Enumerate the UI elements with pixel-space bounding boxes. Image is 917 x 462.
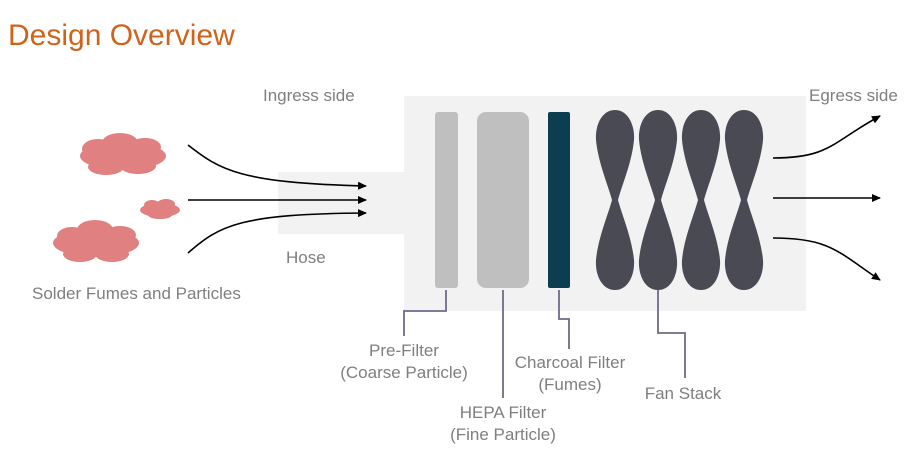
fume-cloud-large <box>80 133 166 175</box>
charcoal-filter <box>548 112 570 288</box>
callout-fanstack <box>657 290 686 378</box>
source-label: Solder Fumes and Particles <box>32 284 241 303</box>
page-title: Design Overview <box>8 19 235 52</box>
egress-label: Egress side <box>809 86 898 105</box>
hepa-label: HEPA Filter <box>460 403 547 422</box>
fan-stack <box>595 110 764 290</box>
fume-cloud-small <box>140 199 180 219</box>
callout-lines <box>403 290 686 398</box>
callout-charcoal <box>558 290 570 349</box>
ingress-arrow <box>187 144 367 190</box>
fan-blade <box>595 110 635 290</box>
prefilter-sublabel: (Coarse Particle) <box>340 363 468 382</box>
fume-cloud-medium <box>53 220 139 262</box>
hose-body <box>278 172 406 234</box>
fume-clouds <box>53 133 180 262</box>
hepa-sublabel: (Fine Particle) <box>450 425 556 444</box>
fanstack-label: Fan Stack <box>645 384 722 403</box>
ingress-arrows <box>187 144 367 254</box>
charcoal-label: Charcoal Filter <box>515 353 626 372</box>
hose-label: Hose <box>286 248 326 267</box>
ingress-label: Ingress side <box>263 86 355 105</box>
prefilter-label: Pre-Filter <box>369 341 439 360</box>
egress-arrow <box>772 237 881 281</box>
fan-blade <box>724 110 764 290</box>
callout-prefilter <box>403 290 447 336</box>
egress-arrow <box>772 115 881 159</box>
egress-arrows <box>772 115 881 281</box>
charcoal-sublabel: (Fumes) <box>538 375 601 394</box>
ingress-arrow <box>187 209 367 254</box>
hepa-filter <box>477 112 529 288</box>
fan-blade <box>681 110 721 290</box>
fan-blade <box>638 110 678 290</box>
pre-filter <box>435 112 458 288</box>
